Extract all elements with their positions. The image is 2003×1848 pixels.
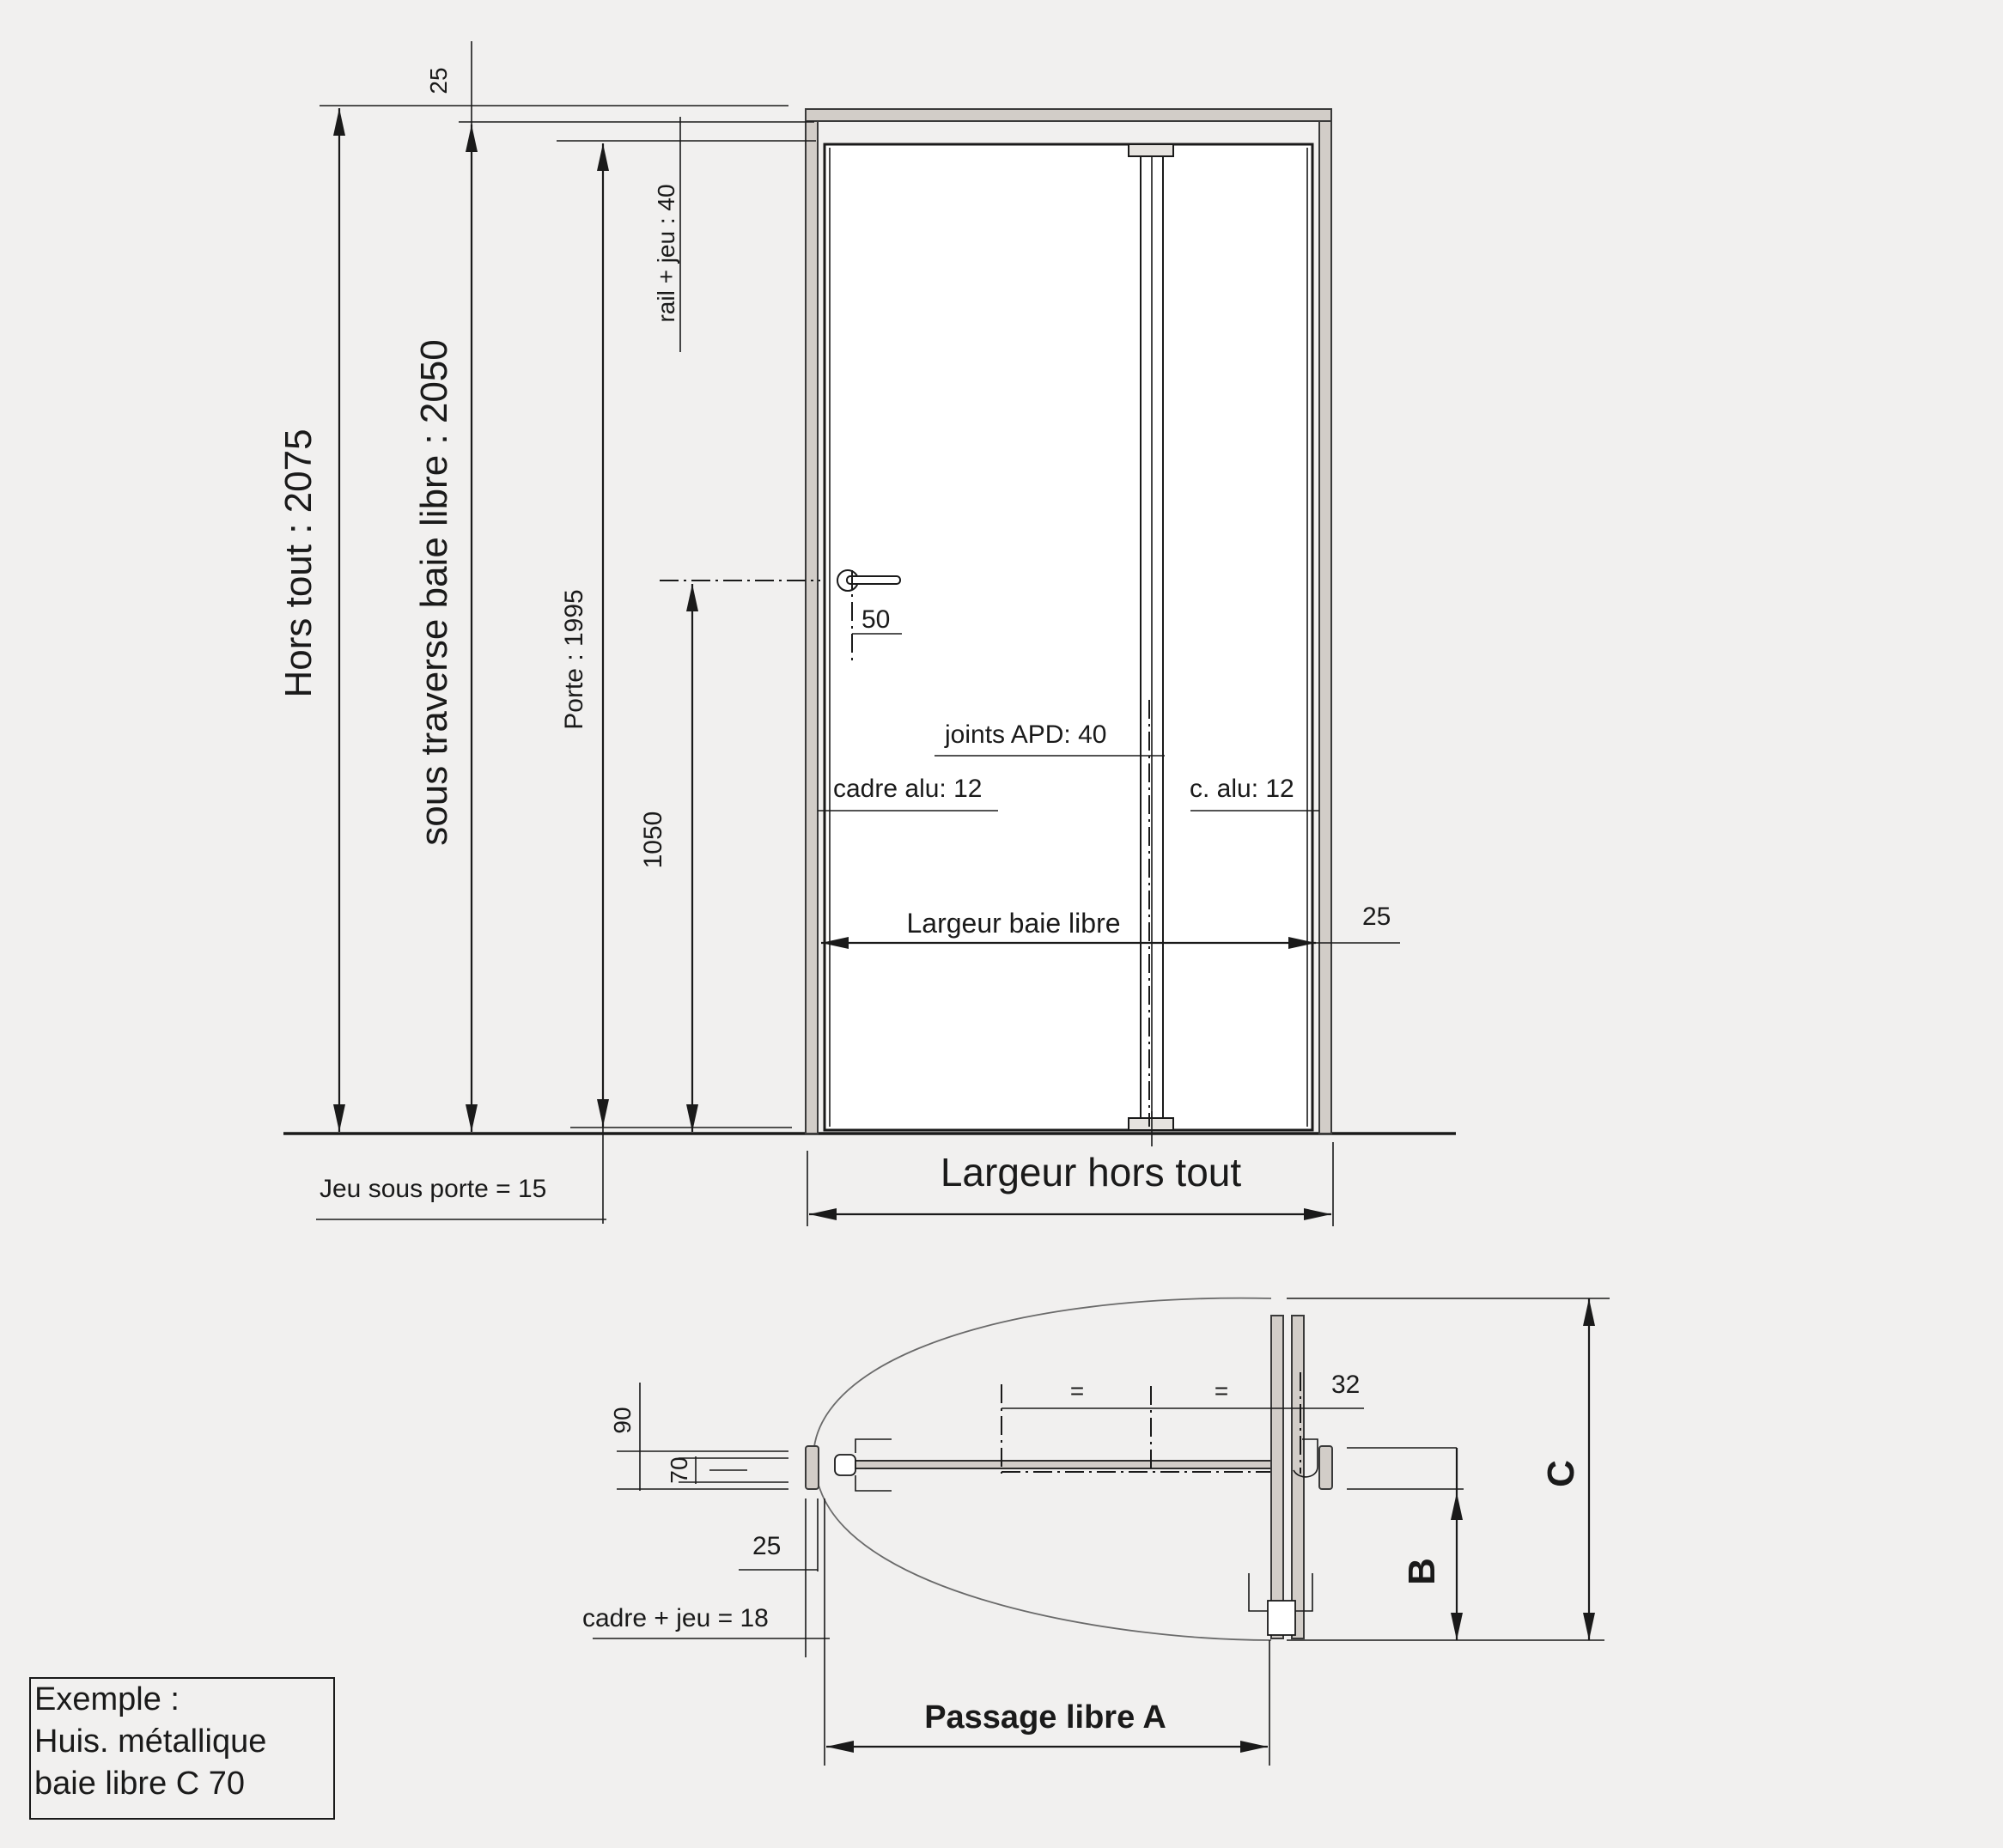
arrow-passage-left (826, 1741, 854, 1753)
dim-90-label: 90 (609, 1407, 636, 1433)
top-offset-label: 25 (425, 67, 452, 94)
arrow-handle-height-top (686, 584, 698, 611)
plan-right-jamb (1318, 1445, 1333, 1490)
arrow-passage-right (1240, 1741, 1268, 1753)
plan-left-hinge-block (834, 1454, 856, 1476)
arrow-clear-height-top (466, 125, 478, 152)
plan-view: = = 32 90 70 25 cadre + jeu = 18 B C (582, 1297, 1610, 1766)
frame-left-label: cadre alu: 12 (833, 775, 982, 803)
elevation-view: 50 Hors tout : 2075 sous traverse baie l… (277, 41, 1456, 1226)
plan-left-jamb (805, 1445, 819, 1490)
seal-label: joints APD: 40 (944, 720, 1106, 749)
dim-70-label: 70 (666, 1456, 692, 1483)
arrow-clear-width-left (821, 937, 849, 949)
rail-gap-label: rail + jeu : 40 (653, 184, 679, 322)
label-c: C (1540, 1460, 1582, 1487)
pivot-top-plate (1128, 143, 1174, 157)
handle-height-label: 1050 (639, 812, 667, 869)
frame-head (805, 108, 1332, 122)
handle-lever (846, 575, 901, 585)
arrow-overall-height-bottom (333, 1104, 345, 1132)
arrow-c-top (1583, 1298, 1595, 1326)
legend-line-3: baie libre C 70 (34, 1766, 246, 1802)
arrow-handle-height-bottom (686, 1104, 698, 1132)
depth-32-label: 32 (1331, 1371, 1360, 1399)
frame-clearance-label: cadre + jeu = 18 (582, 1604, 769, 1632)
door-height-label: Porte : 1995 (560, 589, 588, 729)
equal-left-label: = (1070, 1377, 1084, 1404)
label-b: B (1401, 1558, 1443, 1585)
plan-left-hinge-bracket (855, 1438, 892, 1492)
plan-lower-hinge-block (1267, 1600, 1296, 1636)
arrow-overall-width-right (1304, 1208, 1331, 1220)
arrow-clear-width-right (1288, 937, 1316, 949)
clear-passage-label: Passage libre A (924, 1699, 1166, 1736)
plan-pivot-panel-a (1270, 1315, 1284, 1639)
clear-width-label: Largeur baie libre (906, 908, 1120, 939)
side-offset-label: 25 (1362, 903, 1391, 931)
handle-offset-label: 50 (861, 605, 890, 634)
plan-door-leaf (855, 1460, 1279, 1469)
dim-25-label: 25 (752, 1532, 781, 1560)
overall-height-label: Hors tout : 2075 (277, 429, 320, 697)
arrow-door-height-top (597, 143, 609, 171)
plan-lower-hinge (1248, 1573, 1313, 1612)
arrow-overall-width-left (809, 1208, 837, 1220)
pivot-bottom-plate (1128, 1117, 1174, 1131)
floor-gap-label: Jeu sous porte = 15 (320, 1175, 546, 1203)
frame-right-label: c. alu: 12 (1190, 775, 1294, 803)
equal-right-label: = (1215, 1377, 1228, 1404)
arrow-b-top (1451, 1492, 1463, 1520)
arrow-b-bottom (1451, 1613, 1463, 1640)
arrow-clear-height-bottom (466, 1104, 478, 1132)
frame-left-jamb (805, 108, 819, 1134)
legend-line-2: Huis. métallique (34, 1723, 267, 1760)
clear-height-label: sous traverse baie libre : 2050 (413, 339, 455, 845)
plan-right-bracket (1293, 1438, 1318, 1478)
overall-width-label: Largeur hors tout (941, 1150, 1242, 1195)
door-leaf (823, 143, 1314, 1132)
arrow-c-bottom (1583, 1613, 1595, 1640)
arrow-door-height-bottom (597, 1099, 609, 1127)
frame-right-jamb (1318, 108, 1332, 1134)
legend-line-1: Exemple : (34, 1681, 180, 1717)
arrow-overall-height-top (333, 108, 345, 136)
example-legend-box: Exemple : Huis. métallique baie libre C … (29, 1677, 335, 1820)
